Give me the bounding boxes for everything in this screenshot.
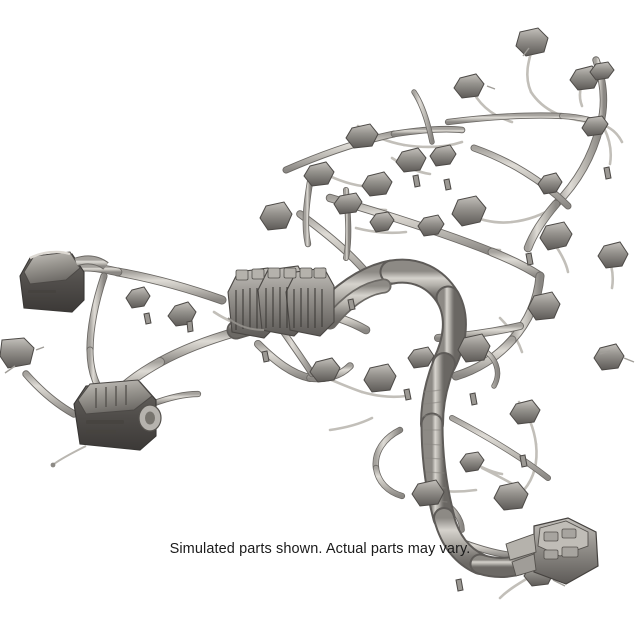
bottom-right-main-connector — [505, 517, 599, 585]
lower-left-junction-box — [50, 379, 162, 468]
upper-left-fuse-box — [19, 250, 109, 313]
disclaimer-caption: Simulated parts shown. Actual parts may … — [169, 541, 471, 557]
center-multi-connector-bank — [227, 265, 335, 339]
connector-group — [0, 27, 635, 592]
